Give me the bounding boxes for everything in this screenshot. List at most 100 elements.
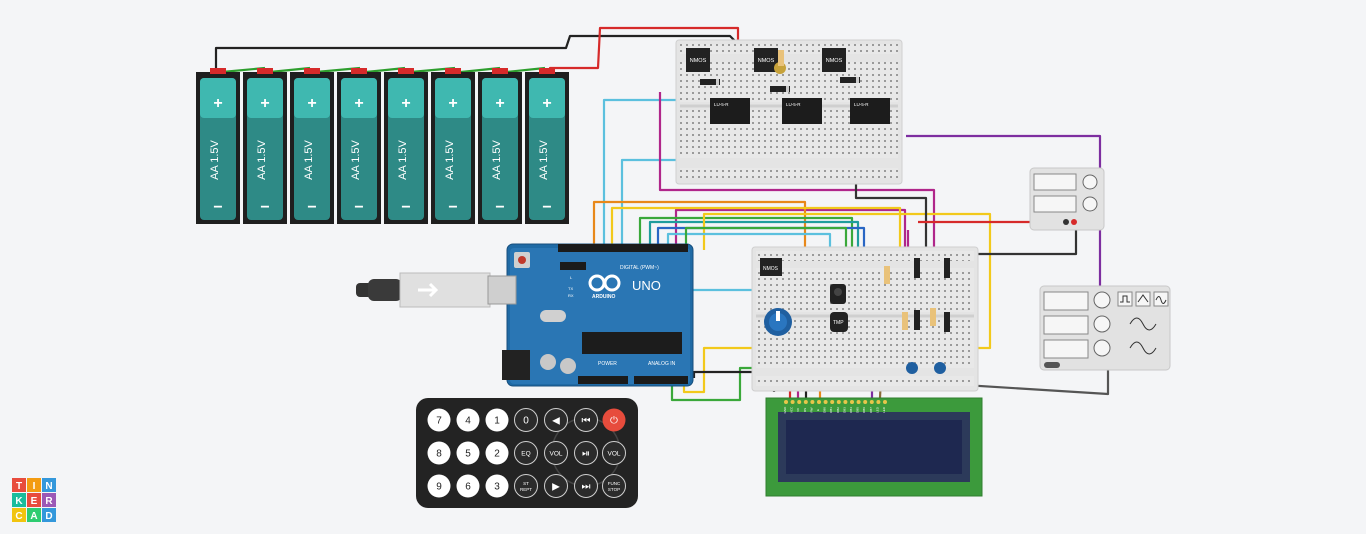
remote-button[interactable]: ⏮ — [574, 408, 598, 432]
lcd-pin[interactable] — [803, 400, 808, 404]
nmos-transistor[interactable]: NMOS — [686, 48, 710, 72]
wire-dark-3[interactable] — [947, 368, 1110, 396]
diode-3[interactable] — [840, 77, 860, 83]
diode-1[interactable] — [700, 79, 720, 85]
remote-button[interactable]: 7 — [427, 408, 451, 432]
lcd-pin[interactable] — [836, 400, 841, 404]
diode-4[interactable] — [914, 258, 920, 278]
current-knob[interactable] — [1082, 196, 1098, 212]
wire-battery-green-7[interactable] — [505, 66, 546, 74]
battery-pack[interactable]: +−AA 1.5V+−AA 1.5V+−AA 1.5V+−AA 1.5V+−AA… — [196, 68, 569, 224]
nmos-label: NMOS — [690, 58, 707, 64]
negative-terminal[interactable] — [1063, 219, 1069, 225]
nmos-transistor[interactable]: NMOS — [822, 48, 846, 72]
wire-orange[interactable] — [592, 200, 807, 250]
remote-button[interactable]: 3 — [485, 474, 509, 498]
aa-battery[interactable]: +−AA 1.5V — [337, 68, 381, 224]
aa-battery[interactable]: +−AA 1.5V — [478, 68, 522, 224]
lcd-pin[interactable] — [830, 400, 835, 404]
remote-button[interactable]: ⏻ — [602, 408, 626, 432]
potentiometer[interactable] — [764, 308, 792, 336]
wire-battery-black[interactable] — [214, 34, 741, 72]
voltage-knob[interactable] — [1082, 174, 1098, 190]
lcd-pin[interactable] — [823, 400, 828, 404]
remote-button[interactable]: 4 — [456, 408, 480, 432]
lcd-pin[interactable] — [790, 400, 795, 404]
bottom-mosfet[interactable]: NMOS — [760, 258, 782, 276]
remote-button[interactable]: 8 — [427, 441, 451, 465]
lcd-pin[interactable] — [856, 400, 861, 404]
remote-button[interactable]: 1 — [485, 408, 509, 432]
wire-lightblue[interactable] — [602, 98, 690, 250]
aa-battery[interactable]: +−AA 1.5V — [431, 68, 475, 224]
wire-green-loop[interactable] — [670, 366, 760, 402]
relay[interactable]: LU-5-R — [782, 98, 822, 124]
aa-battery[interactable]: +−AA 1.5V — [290, 68, 334, 224]
remote-button[interactable]: 2 — [485, 441, 509, 465]
aa-battery[interactable]: +−AA 1.5V — [243, 68, 287, 224]
remote-button[interactable]: ◀ — [544, 408, 568, 432]
lcd-pin[interactable] — [810, 400, 815, 404]
remote-button[interactable]: VOL — [602, 441, 626, 465]
remote-button[interactable]: VOL — [544, 441, 568, 465]
power-supply[interactable] — [1029, 167, 1105, 231]
lcd-pin[interactable] — [883, 400, 887, 404]
wire-magenta[interactable] — [658, 92, 936, 260]
remote-button-label: 5 — [465, 449, 471, 460]
remote-button[interactable]: 0 — [514, 408, 538, 432]
remote-button[interactable]: 5 — [456, 441, 480, 465]
resistor-3[interactable] — [930, 308, 936, 326]
triangle-wave-button[interactable] — [1135, 291, 1151, 307]
lcd-pin[interactable] — [843, 400, 848, 404]
lcd-pin-label: DB4 — [849, 407, 853, 413]
aa-battery[interactable]: +−AA 1.5V — [384, 68, 428, 224]
amplitude-knob[interactable] — [1093, 315, 1111, 333]
offset-knob[interactable] — [1093, 339, 1111, 357]
power-toggle[interactable] — [1044, 362, 1060, 368]
remote-button[interactable]: ▶ — [544, 474, 568, 498]
remote-button[interactable]: 6 — [456, 474, 480, 498]
lcd-pin[interactable] — [850, 400, 854, 404]
function-generator[interactable] — [1039, 285, 1171, 371]
lcd-pin[interactable] — [869, 400, 874, 404]
pushbutton-2[interactable] — [934, 362, 946, 374]
relay[interactable]: LU-5-R — [710, 98, 750, 124]
wire-battery-green-2[interactable] — [269, 66, 311, 74]
lcd-pin[interactable] — [797, 400, 802, 404]
resistor-2[interactable] — [902, 312, 908, 330]
diode-2[interactable] — [770, 86, 790, 92]
bottom-breadboard[interactable] — [751, 246, 979, 392]
temperature-sensor[interactable]: TMP — [830, 312, 848, 332]
remote-button[interactable]: 9 — [427, 474, 451, 498]
lcd-pin[interactable] — [863, 400, 868, 404]
frequency-knob[interactable] — [1093, 291, 1111, 309]
diode-7[interactable] — [944, 312, 950, 332]
lcd-pin[interactable] — [876, 400, 881, 404]
ir-receiver[interactable] — [830, 284, 846, 304]
arduino-uno[interactable]: UNO ARDUINO DIGITAL (PWM~) POWER ANALOG … — [356, 243, 694, 387]
lcd-pin[interactable] — [784, 400, 788, 404]
remote-button[interactable]: ⏯ — [574, 441, 598, 465]
remote-button[interactable]: ⏭ — [574, 474, 598, 498]
relay[interactable]: LU-5-R — [850, 98, 890, 124]
diode-5[interactable] — [944, 258, 950, 278]
resistor-top[interactable] — [778, 50, 784, 66]
aa-battery[interactable]: +−AA 1.5V — [196, 68, 240, 224]
positive-terminal[interactable] — [1071, 219, 1077, 225]
diode-6[interactable] — [914, 310, 920, 330]
wire-yellow-loop[interactable] — [682, 346, 762, 394]
resistor-1[interactable] — [884, 266, 890, 284]
wire-magenta-2[interactable] — [674, 208, 907, 250]
square-wave-button[interactable] — [1117, 291, 1133, 307]
lcd-pin[interactable] — [817, 400, 821, 404]
pushbutton-1[interactable] — [906, 362, 918, 374]
wire-yellow-2[interactable] — [702, 212, 992, 350]
aa-battery[interactable]: +−AA 1.5V — [525, 68, 569, 224]
remote-button[interactable]: EQ — [514, 441, 538, 465]
